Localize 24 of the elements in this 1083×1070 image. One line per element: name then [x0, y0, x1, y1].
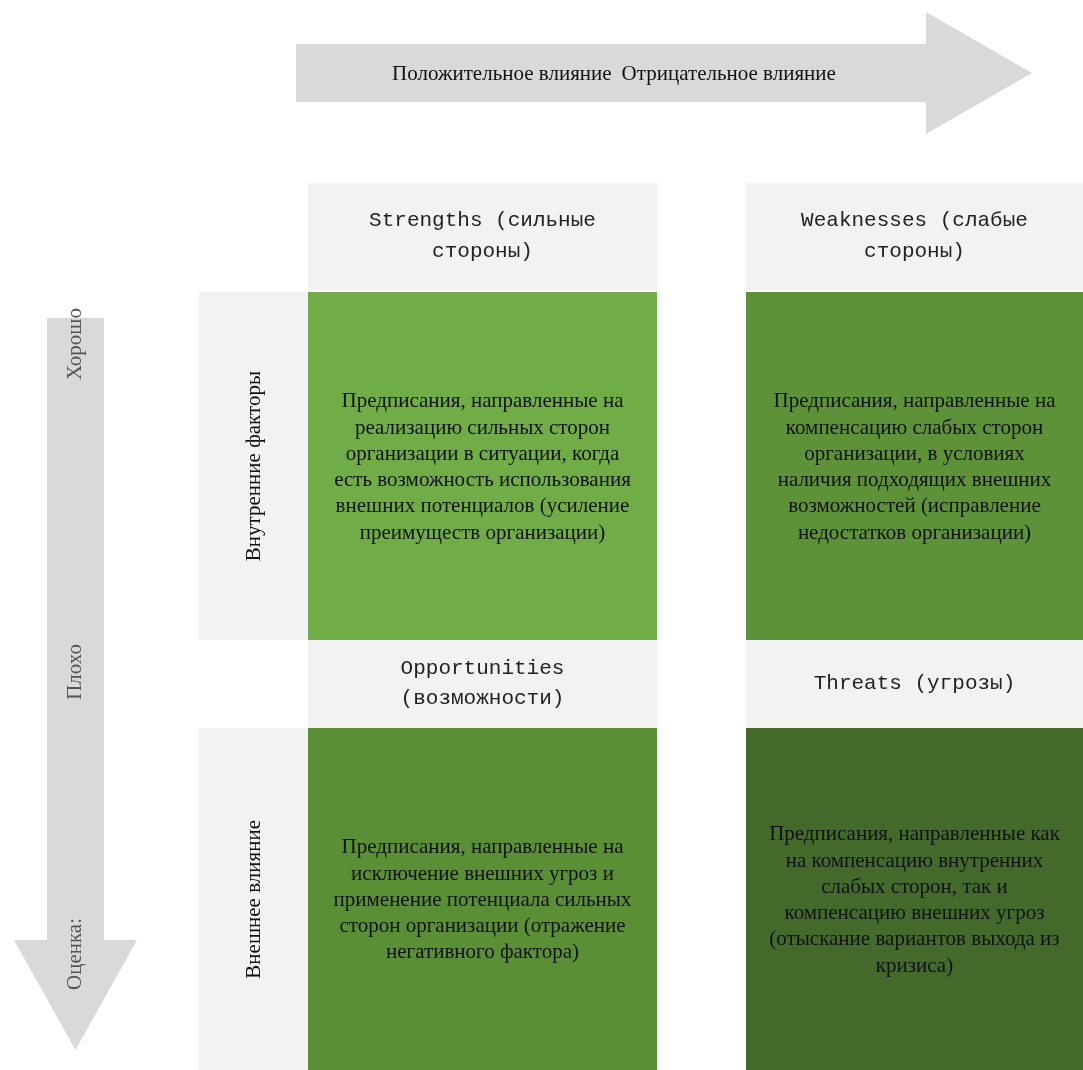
row-label-box: [199, 292, 308, 640]
header-box: [308, 640, 657, 728]
row-label: Внутренние факторы: [241, 370, 266, 562]
header-text: Strengths (сильные стороны): [368, 208, 597, 265]
quadrant-box: [308, 292, 657, 640]
arrow-label: Отрицательное влияние: [621, 60, 836, 86]
quadrant-text: Предписания, направленные на реализацию сильных сторон организации в ситуации, когда есть возможность использования внешних потенциалов (усиление преимуществ организации): [333, 387, 632, 545]
quadrant-text: Предписания, направленные на исключение внешних угроз и применение потенциала сильных сторон организации (отражение негативного фактора): [332, 833, 633, 965]
quadrant-box: [746, 728, 1083, 1070]
row-label-box: [199, 728, 308, 1070]
arrow-label: Положительное влияние: [392, 60, 612, 86]
quadrant-text: Предписания, направленные как на компенсацию внутренних слабых сторон, так и компенсацию внешних угроз (отыскание вариантов выхода из кризиса): [768, 820, 1061, 978]
header-box: [746, 640, 1083, 728]
quadrant-box: [746, 292, 1083, 640]
quadrant-text: Предписания, направленные на компенсацию слабых сторон организации, в условиях наличия подходящих внешних возможностей (исправление недостатков организации): [772, 387, 1057, 545]
arrow-label: Оценка:: [62, 918, 87, 990]
header-text: Weaknesses (слабые стороны): [800, 208, 1029, 265]
header-text: Opportunities (возможности): [399, 655, 566, 712]
block-arrow: [296, 12, 1032, 134]
quadrant-box: [308, 728, 657, 1070]
arrow-label: Плохо: [62, 644, 87, 700]
row-label: Внешнее влияние: [241, 819, 266, 979]
arrow-label: Хорошо: [62, 308, 87, 380]
header-text: Threats (угрозы): [813, 670, 1016, 697]
